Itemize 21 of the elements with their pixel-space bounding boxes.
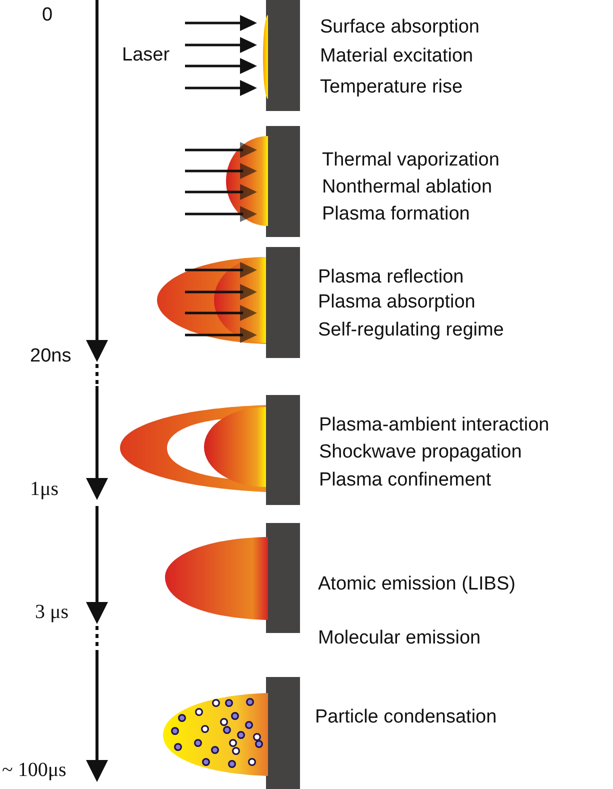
process-label: Plasma absorption xyxy=(318,292,476,312)
process-label: Material excitation xyxy=(320,46,474,66)
time-label: ~ 100μs xyxy=(2,760,66,780)
process-label: Particle condensation xyxy=(315,708,497,726)
process-label: Nonthermal ablation xyxy=(322,178,492,196)
process-label: Molecular emission xyxy=(318,628,481,648)
time-label: 1μs xyxy=(30,479,59,499)
process-label: Plasma formation xyxy=(322,204,470,224)
process-label: Plasma confinement xyxy=(319,470,492,490)
laser-label: Laser xyxy=(122,46,170,64)
process-label: Surface absorption xyxy=(320,18,480,36)
process-label: Plasma-ambient interaction xyxy=(319,416,550,434)
time-label: 20ns xyxy=(30,346,72,366)
process-label: Temperature rise xyxy=(320,78,463,96)
process-label: Thermal vaporization xyxy=(322,150,500,170)
process-label: Self-regulating regime xyxy=(318,320,504,340)
process-label: Plasma reflection xyxy=(318,268,464,286)
time-label: 0 xyxy=(42,6,53,24)
process-label: Atomic emission (LIBS) xyxy=(318,574,516,594)
time-label: 3 μs xyxy=(35,602,69,622)
process-label: Shockwave propagation xyxy=(319,442,522,462)
